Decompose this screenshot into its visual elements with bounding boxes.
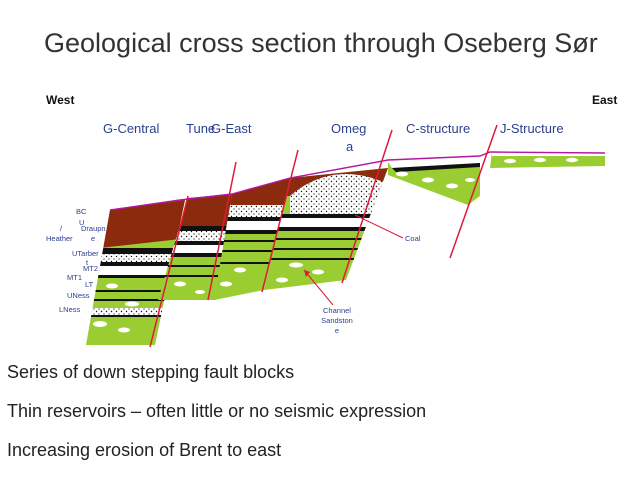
strat-label-draupne-1: Draupn — [81, 224, 106, 233]
structure-label-g-central: G-Central — [103, 121, 160, 136]
fault-line — [341, 129, 393, 284]
west-label: West — [46, 93, 75, 107]
annotation-channel-3: e — [334, 326, 340, 335]
strat-label-lness: LNess — [59, 305, 81, 314]
strat-label-uness: UNess — [67, 291, 90, 300]
strat-label-heather: Heather — [46, 234, 73, 243]
channel-pointer — [303, 269, 334, 306]
fault-line — [449, 124, 498, 259]
strat-label-draupne-2: e — [91, 234, 96, 243]
bullet-3: Increasing erosion of Brent to east — [7, 440, 282, 460]
coal-pointer — [354, 214, 404, 239]
annotation-channel-2: Sandston — [321, 316, 353, 325]
fault-line — [207, 161, 237, 301]
strat-label-utarbert-1: UTarber — [72, 249, 99, 258]
strat-label-utarbert-2: t — [86, 258, 89, 267]
faults — [149, 124, 498, 348]
bullet-2: Thin reservoirs – often little or no sei… — [7, 401, 427, 421]
east-label: East — [592, 93, 618, 107]
fault-line — [149, 195, 189, 348]
annotation-channel-1: Channel — [323, 306, 351, 315]
bullet-1: Series of down stepping fault blocks — [7, 362, 295, 382]
structure-label-omega-2: a — [346, 139, 354, 154]
strat-label-slash: / — [60, 224, 63, 233]
structure-label-tune: Tune — [186, 121, 216, 136]
top-surface-line — [109, 151, 606, 211]
slide-title: Geological cross section through Oseberg… — [44, 28, 598, 58]
fault-block-e — [388, 158, 480, 205]
strat-label-bc: BC — [76, 207, 87, 216]
fault-line — [261, 149, 299, 293]
strat-label-mt1: MT1 — [67, 273, 82, 282]
strat-label-u: U — [79, 218, 85, 227]
strat-label-mt2: MT2 — [83, 264, 98, 273]
structure-label-c-structure: C-structure — [406, 121, 471, 136]
annotation-coal: Coal — [405, 234, 421, 243]
fault-block-f — [490, 152, 605, 168]
strat-label-lt: LT — [85, 280, 94, 289]
structure-label-j-structure: J-Structure — [500, 121, 564, 136]
structure-label-g-east: G-East — [211, 121, 252, 136]
structure-label-omega-1: Omeg — [331, 121, 367, 136]
channel-arrowhead — [304, 270, 310, 277]
